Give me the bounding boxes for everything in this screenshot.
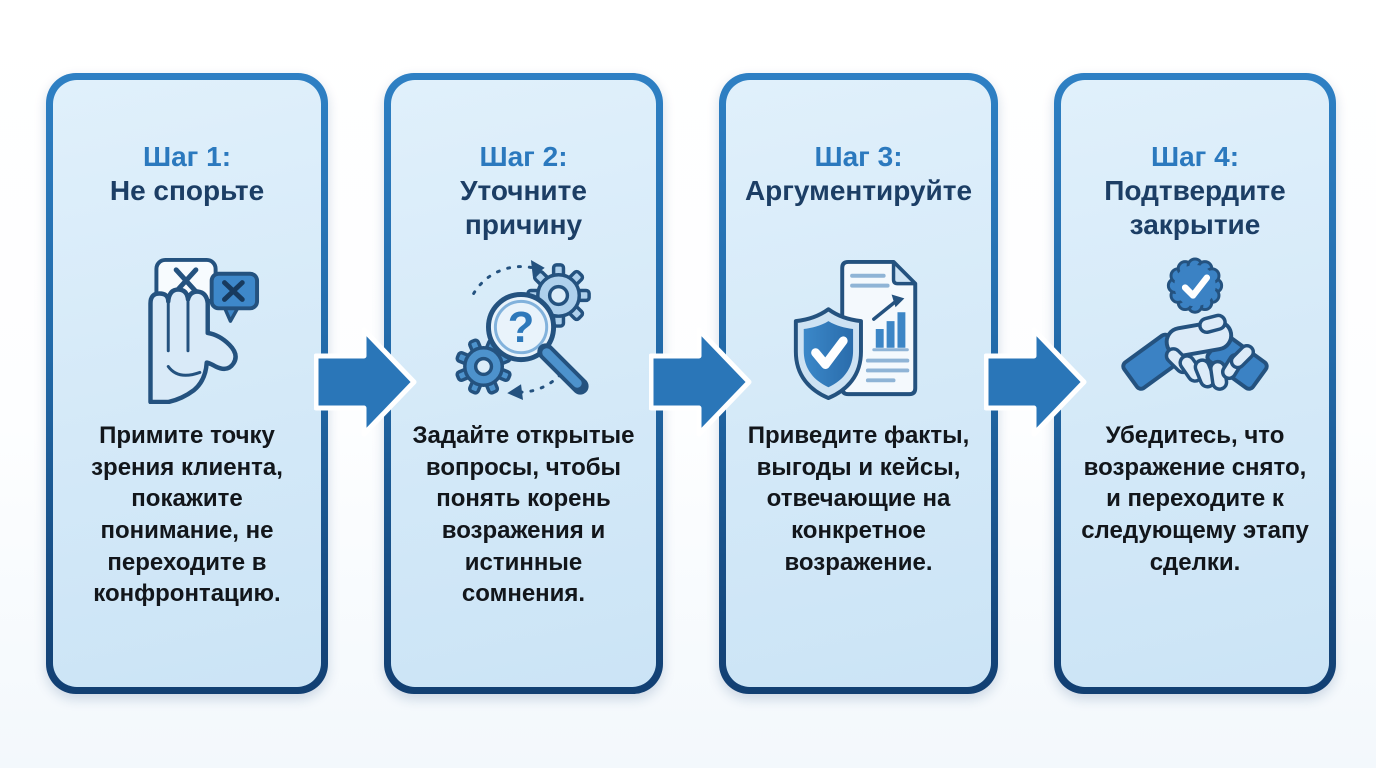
shield-check-document-chart-icon (785, 254, 933, 406)
step-card-3: Шаг 3: Аргументируйте (719, 73, 998, 694)
step-3-label: Шаг 3: (814, 141, 903, 172)
step-card-4: Шаг 4: Подтвердите закрытие (1054, 73, 1336, 694)
step-3-description: Приведите факты, выгоды и кейсы, отвечаю… (747, 422, 970, 576)
step-card-2: Шаг 2: Уточните причину (384, 73, 663, 694)
step-2-title: Уточните причину (460, 175, 587, 241)
right-arrow-icon (984, 327, 1087, 437)
step-card-1: Шаг 1: Не спорьте Примите (46, 73, 328, 694)
step-4-label: Шаг 4: (1150, 141, 1240, 172)
step-card-2-body: Шаг 2: Уточните причину (391, 80, 656, 687)
step-4-description: Убедитесь, что возражение снято, и перех… (1081, 422, 1309, 576)
step-card-3-body: Шаг 3: Аргументируйте (726, 80, 991, 687)
step-2-description: Задайте открытые вопросы, чтобы понять к… (412, 422, 635, 608)
step-card-4-body: Шаг 4: Подтвердите закрытие (1061, 80, 1329, 687)
step-2-label: Шаг 2: (479, 141, 568, 172)
step-3-heading: Шаг 3: Аргументируйте (745, 140, 972, 254)
step-1-heading: Шаг 1: Не спорьте (110, 140, 264, 254)
step-4-heading: Шаг 4: Подтвердите закрытие (1073, 140, 1317, 254)
step-4-title: Подтвердите закрытие (1104, 175, 1286, 241)
step-1-description: Примите точку зрения клиента, покажите п… (91, 422, 283, 608)
step-1-title: Не спорьте (109, 175, 265, 207)
step-1-label: Шаг 1: (142, 141, 232, 172)
right-arrow-icon (314, 327, 417, 437)
right-arrow-icon (649, 327, 752, 437)
step-card-1-body: Шаг 1: Не спорьте Примите (53, 80, 321, 687)
handshake-badge-check-icon (1121, 254, 1269, 406)
stop-hand-speech-bubbles-icon (113, 254, 261, 406)
svg-text:?: ? (507, 304, 534, 352)
step-2-heading: Шаг 2: Уточните причину (403, 140, 644, 254)
magnifier-question-gears-icon: ? (450, 254, 598, 406)
step-3-title: Аргументируйте (744, 175, 973, 207)
